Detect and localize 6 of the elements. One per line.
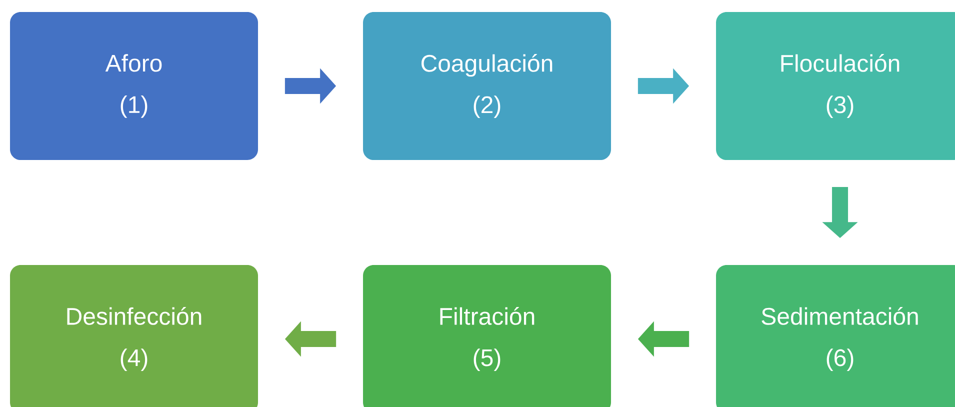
process-box: Sedimentación (6) [716, 265, 955, 407]
process-box: Desinfección (4) [10, 265, 258, 407]
process-box: Aforo (1) [10, 12, 258, 160]
process-box: Filtración (5) [363, 265, 611, 407]
process-box: Coagulación (2) [363, 12, 611, 160]
process-box: Floculación (3) [716, 12, 955, 160]
